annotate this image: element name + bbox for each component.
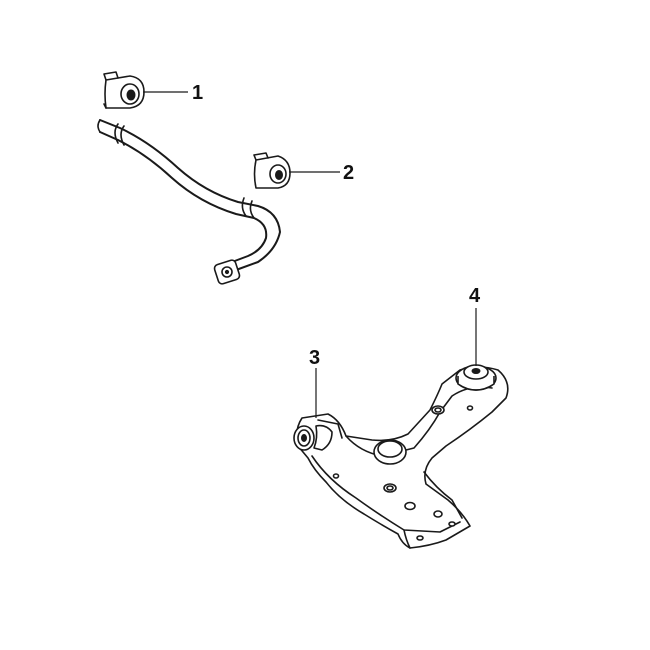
- bushing-2: [253, 152, 291, 189]
- callout-1: 1: [192, 82, 203, 104]
- stabilizer-bar: [97, 119, 281, 285]
- callout-3: 3: [309, 347, 320, 369]
- callout-2: 2: [343, 162, 354, 184]
- lower-control-arm: [293, 364, 509, 549]
- bushing-1: [103, 71, 145, 109]
- callout-4: 4: [469, 285, 481, 307]
